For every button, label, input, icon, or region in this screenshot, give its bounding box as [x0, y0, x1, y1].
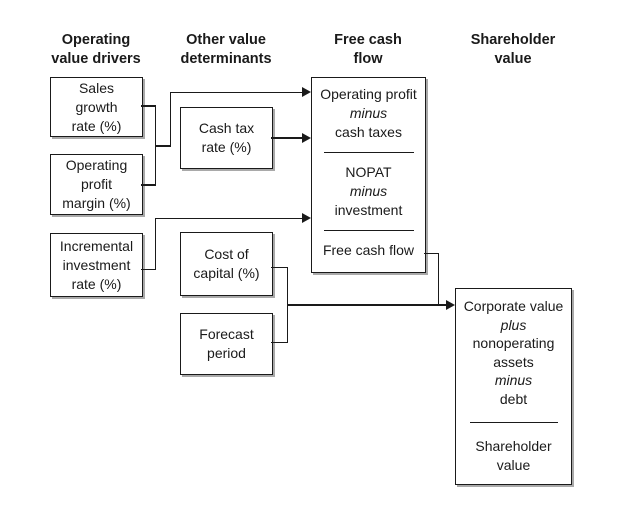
- fcf-operating-profit-label: Operating profit: [320, 86, 417, 102]
- box-operating-profit-margin: Operating profit margin (%): [50, 154, 143, 215]
- connector-drivers-merge-stub: [154, 145, 171, 147]
- connector-fcf-output-vertical: [437, 252, 439, 306]
- box-cash-tax-rate-label: Cash tax rate (%): [198, 120, 255, 155]
- connector-to-shareholder-value: [286, 304, 447, 306]
- shv-shareholder-label: Shareholder: [475, 438, 552, 454]
- shv-plus-label: plus: [500, 316, 527, 333]
- column-header-other-value-determinants: Other value determinants: [180, 32, 272, 67]
- arrowhead-to-shareholder-value-icon: [446, 299, 455, 310]
- box-incremental-investment-rate: Incremental investment rate (%): [50, 233, 143, 297]
- fcf-divider-bottom: [323, 230, 414, 231]
- fcf-cash-taxes-label: cash taxes: [335, 124, 402, 140]
- fcf-nopat-label: NOPAT: [345, 164, 392, 180]
- connector-fcf-output-stub: [424, 252, 439, 254]
- connector-sales-growth-stub: [141, 105, 156, 107]
- shv-minus-label: minus: [494, 372, 533, 388]
- fcf-divider-top: [323, 152, 414, 153]
- box-cost-of-capital: Cost of capital (%): [180, 232, 273, 296]
- connector-incremental-vertical: [154, 217, 156, 271]
- box-cost-of-capital-label: Cost of capital (%): [193, 246, 260, 281]
- shv-debt-label: debt: [499, 390, 528, 407]
- box-free-cash-flow-calculation: Operating profit minus cash taxes NOPAT …: [311, 77, 426, 273]
- box-operating-profit-margin-label: Operating profit margin (%): [62, 157, 131, 211]
- connector-profit-margin-stub: [141, 184, 156, 186]
- arrowhead-cash-tax-to-fcf-icon: [302, 132, 311, 143]
- fcf-free-cash-flow-label: Free cash flow: [322, 242, 415, 258]
- connector-drivers-up-vertical: [169, 91, 171, 147]
- box-sales-growth-rate: Sales growth rate (%): [50, 77, 143, 137]
- arrowhead-drivers-to-fcf-icon: [302, 87, 311, 98]
- connector-forecast-period-stub: [271, 341, 288, 343]
- box-forecast-period-label: Forecast period: [199, 326, 254, 361]
- arrowhead-incremental-to-fcf-icon: [302, 213, 311, 224]
- connector-cash-tax-to-fcf: [271, 137, 303, 139]
- connector-incremental-stub: [141, 268, 156, 271]
- fcf-minus2-label: minus: [349, 183, 388, 199]
- box-sales-growth-rate-label: Sales growth rate (%): [71, 79, 122, 134]
- connector-drivers-to-fcf: [169, 91, 303, 93]
- shv-corporate-value-label: Corporate value: [463, 298, 564, 314]
- column-header-shareholder-value: Shareholder value: [470, 32, 556, 67]
- box-cash-tax-rate: Cash tax rate (%): [180, 107, 273, 169]
- connector-incremental-to-fcf: [154, 217, 303, 219]
- box-shareholder-value-calculation: Corporate value plus nonoperating assets…: [455, 288, 572, 485]
- shv-divider: [469, 422, 558, 423]
- shv-nonoperating-label: nonoperating: [472, 335, 555, 351]
- fcf-investment-label: investment: [334, 202, 403, 218]
- fcf-minus-label: minus: [349, 105, 388, 121]
- shv-value-label: value: [496, 456, 531, 473]
- box-forecast-period: Forecast period: [180, 313, 273, 375]
- column-header-operating-value-drivers: Operating value drivers: [51, 32, 141, 67]
- shv-assets-label: assets: [493, 353, 534, 370]
- box-incremental-investment-rate-label: Incremental investment rate (%): [59, 237, 134, 292]
- column-header-free-cash-flow: Free cash flow: [334, 32, 402, 67]
- connector-cost-of-capital-stub: [271, 266, 288, 268]
